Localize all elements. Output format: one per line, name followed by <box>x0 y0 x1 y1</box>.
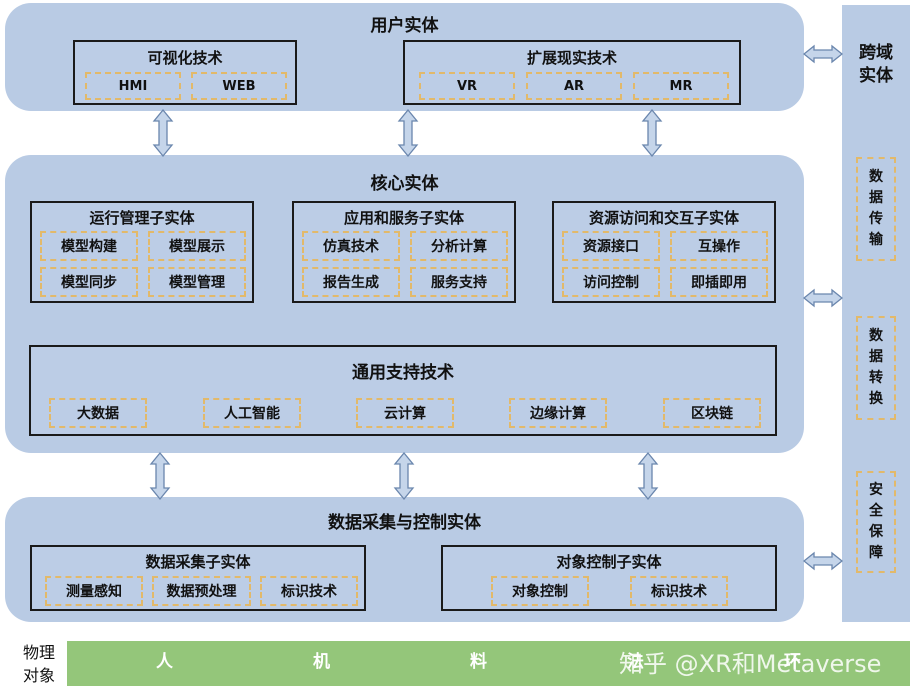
arrow-core-data-mid <box>393 451 415 501</box>
security-char: 安 <box>869 482 883 498</box>
general-support-title: 通用支持技术 <box>352 363 454 383</box>
data-convert-char: 转 <box>869 370 883 386</box>
physical-label-line2: 对象 <box>22 666 55 685</box>
arrow-user-core-right <box>641 108 663 158</box>
arrow-user-core-left <box>152 108 174 158</box>
control-subentity-box: 对象控制子实体 对象控制 标识技术 <box>441 545 777 611</box>
interop-item: 互操作 <box>670 231 768 261</box>
app-subentity-box: 应用和服务子实体 仿真技术 分析计算 报告生成 服务支持 <box>292 201 516 303</box>
physical-machine: 机 <box>313 652 330 672</box>
data-transfer-char: 输 <box>869 232 883 248</box>
general-support-box: 通用支持技术 大数据 人工智能 云计算 边缘计算 区块链 <box>29 345 777 436</box>
core-entity-panel: 核心实体 运行管理子实体 模型构建 模型展示 模型同步 模型管理 应用和服务子实… <box>5 155 804 453</box>
xr-title: 扩展现实技术 <box>526 49 617 67</box>
web-item: WEB <box>191 72 287 100</box>
id-tech-item: 标识技术 <box>260 576 358 606</box>
app-subentity-title: 应用和服务子实体 <box>343 209 464 227</box>
ar-item: AR <box>526 72 622 100</box>
ops-subentity-title: 运行管理子实体 <box>89 209 195 227</box>
control-id-tech-item: 标识技术 <box>630 576 728 606</box>
cross-domain-title-line2: 实体 <box>859 66 893 86</box>
physical-person: 人 <box>156 652 173 672</box>
watermark: 知乎 @XR和Metaverse <box>619 650 882 678</box>
object-control-item: 对象控制 <box>491 576 589 606</box>
simulation-item: 仿真技术 <box>302 231 400 261</box>
physical-objects-bar: 人 机 料 法 环 知乎 @XR和Metaverse <box>67 641 910 686</box>
arrow-core-data-left <box>149 451 171 501</box>
data-convert-char: 数 <box>869 328 883 344</box>
cross-domain-title-line1: 跨域 <box>859 43 893 63</box>
resource-subentity-title: 资源访问和交互子实体 <box>588 209 739 227</box>
data-transfer-char: 传 <box>869 211 883 227</box>
control-subentity-title: 对象控制子实体 <box>556 553 662 571</box>
vr-item: VR <box>419 72 515 100</box>
physical-label-line1: 物理 <box>22 643 55 662</box>
model-sync-item: 模型同步 <box>40 267 138 297</box>
data-transfer-box: 数 据 传 输 <box>856 157 896 261</box>
data-transfer-char: 数 <box>869 169 883 185</box>
data-entity-title: 数据采集与控制实体 <box>328 513 481 533</box>
data-convert-char: 换 <box>869 391 883 407</box>
collect-subentity-title: 数据采集子实体 <box>145 553 251 571</box>
blockchain-item: 区块链 <box>663 398 761 428</box>
arrow-core-data-right <box>637 451 659 501</box>
model-manage-item: 模型管理 <box>148 267 246 297</box>
mr-item: MR <box>633 72 729 100</box>
arrow-user-crossdomain <box>802 44 844 64</box>
bigdata-item: 大数据 <box>49 398 147 428</box>
resource-subentity-box: 资源访问和交互子实体 资源接口 互操作 访问控制 即插即用 <box>552 201 776 303</box>
edge-item: 边缘计算 <box>509 398 607 428</box>
user-entity-panel: 用户实体 可视化技术 HMI WEB 扩展现实技术 VR AR MR <box>5 3 804 111</box>
collect-subentity-box: 数据采集子实体 测量感知 数据预处理 标识技术 <box>30 545 366 611</box>
security-char: 保 <box>869 524 883 540</box>
analysis-item: 分析计算 <box>410 231 508 261</box>
visualization-title: 可视化技术 <box>147 49 223 67</box>
arrow-user-core-mid <box>397 108 419 158</box>
ai-item: 人工智能 <box>203 398 301 428</box>
cloud-item: 云计算 <box>356 398 454 428</box>
physical-material: 料 <box>470 652 487 672</box>
preprocess-item: 数据预处理 <box>152 576 251 606</box>
data-convert-char: 据 <box>869 349 883 365</box>
visualization-box: 可视化技术 HMI WEB <box>73 40 297 105</box>
core-entity-title: 核心实体 <box>370 174 439 194</box>
report-item: 报告生成 <box>302 267 400 297</box>
model-build-item: 模型构建 <box>40 231 138 261</box>
security-char: 障 <box>869 545 883 561</box>
hmi-item: HMI <box>85 72 181 100</box>
arrow-data-crossdomain <box>802 551 844 571</box>
resource-interface-item: 资源接口 <box>562 231 660 261</box>
xr-box: 扩展现实技术 VR AR MR <box>403 40 741 105</box>
data-convert-box: 数 据 转 换 <box>856 316 896 420</box>
cross-domain-column: 跨域 实体 数 据 传 输 数 据 转 换 安 全 保 障 <box>842 5 910 622</box>
security-box: 安 全 保 障 <box>856 471 896 573</box>
measure-item: 测量感知 <box>45 576 143 606</box>
physical-environment: 环 <box>784 652 801 672</box>
ops-subentity-box: 运行管理子实体 模型构建 模型展示 模型同步 模型管理 <box>30 201 254 303</box>
security-char: 全 <box>869 503 883 519</box>
arrow-core-crossdomain <box>802 288 844 308</box>
data-transfer-char: 据 <box>869 190 883 206</box>
physical-method: 法 <box>627 652 644 672</box>
access-control-item: 访问控制 <box>562 267 660 297</box>
data-entity-panel: 数据采集与控制实体 数据采集子实体 测量感知 数据预处理 标识技术 对象控制子实… <box>5 497 804 622</box>
model-display-item: 模型展示 <box>148 231 246 261</box>
plug-and-play-item: 即插即用 <box>670 267 768 297</box>
user-entity-title: 用户实体 <box>370 16 439 36</box>
service-support-item: 服务支持 <box>410 267 508 297</box>
